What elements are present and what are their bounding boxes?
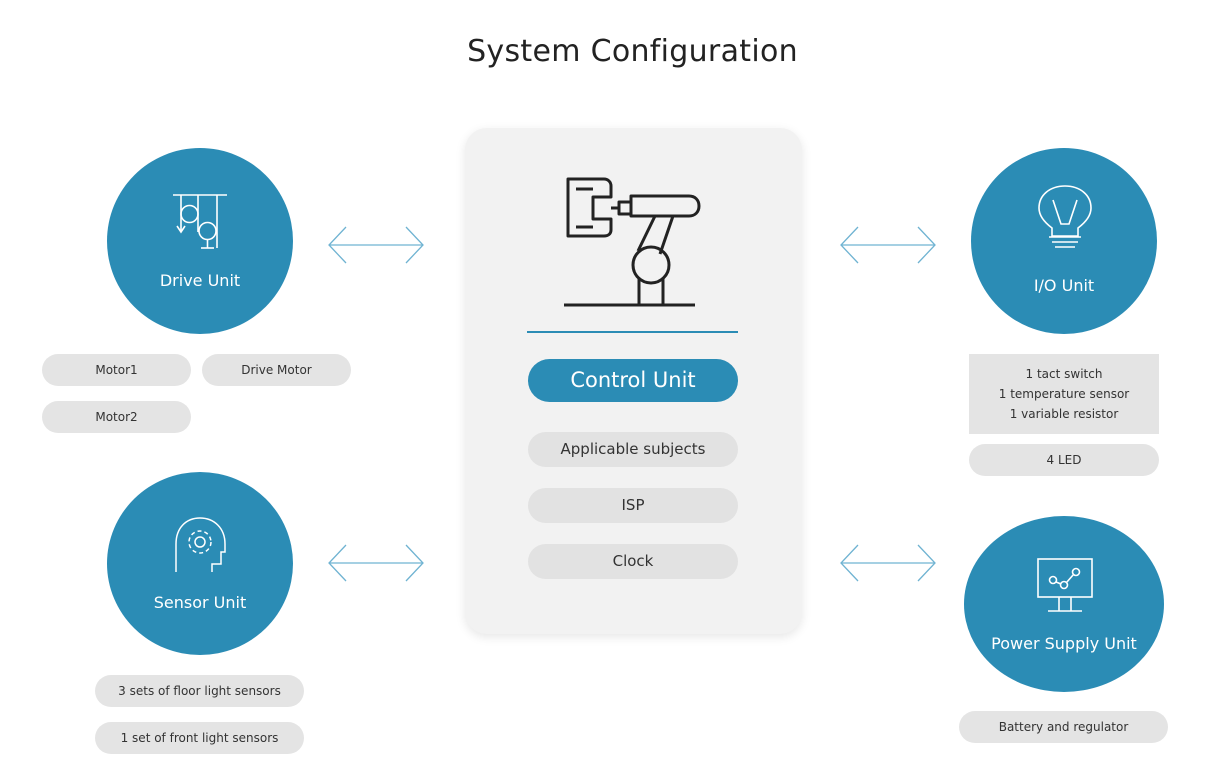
head-gear-icon bbox=[175, 517, 226, 572]
double-arrow-icon bbox=[840, 226, 936, 264]
double-arrow-icon bbox=[840, 544, 936, 582]
isp-pill: ISP bbox=[528, 488, 738, 523]
sensor-unit-circle: Sensor Unit bbox=[107, 472, 293, 655]
drive-motor1-pill: Motor1 bbox=[42, 354, 191, 386]
page-title: System Configuration bbox=[467, 34, 798, 69]
clock-pill: Clock bbox=[528, 544, 738, 579]
sensor-unit-label: Sensor Unit bbox=[153, 593, 247, 612]
io-detail-line: 1 tact switch bbox=[1025, 367, 1103, 381]
drive-motor2-pill: Motor2 bbox=[42, 401, 191, 433]
led-pill: 4 LED bbox=[969, 444, 1159, 476]
drive-motor-pill: Drive Motor bbox=[202, 354, 351, 386]
power-unit-circle: Power Supply Unit bbox=[964, 516, 1164, 692]
io-unit-label: I/O Unit bbox=[1033, 276, 1095, 295]
robot-arm-icon bbox=[564, 177, 701, 307]
io-detail-line: 1 variable resistor bbox=[1009, 407, 1119, 421]
front-sensors-pill: 1 set of front light sensors bbox=[95, 722, 304, 754]
battery-pill: Battery and regulator bbox=[959, 711, 1168, 743]
io-unit-circle: I/O Unit bbox=[971, 148, 1157, 334]
monitor-graph-icon bbox=[1037, 558, 1093, 612]
light-bulb-icon bbox=[1038, 185, 1092, 248]
double-arrow-icon bbox=[328, 226, 424, 264]
power-unit-label: Power Supply Unit bbox=[991, 634, 1137, 653]
control-unit-title: Control Unit bbox=[528, 359, 738, 402]
pulley-icon bbox=[173, 194, 227, 249]
drive-unit-circle: Drive Unit bbox=[107, 148, 293, 334]
applicable-subjects-pill: Applicable subjects bbox=[528, 432, 738, 467]
floor-sensors-pill: 3 sets of floor light sensors bbox=[95, 675, 304, 707]
io-detail-line: 1 temperature sensor bbox=[998, 387, 1130, 401]
control-unit-panel: Control Unit Applicable subjects ISP Clo… bbox=[465, 128, 802, 634]
double-arrow-icon bbox=[328, 544, 424, 582]
drive-unit-label: Drive Unit bbox=[159, 271, 241, 290]
io-details-box: 1 tact switch 1 temperature sensor 1 var… bbox=[969, 354, 1159, 434]
panel-divider bbox=[527, 331, 738, 333]
